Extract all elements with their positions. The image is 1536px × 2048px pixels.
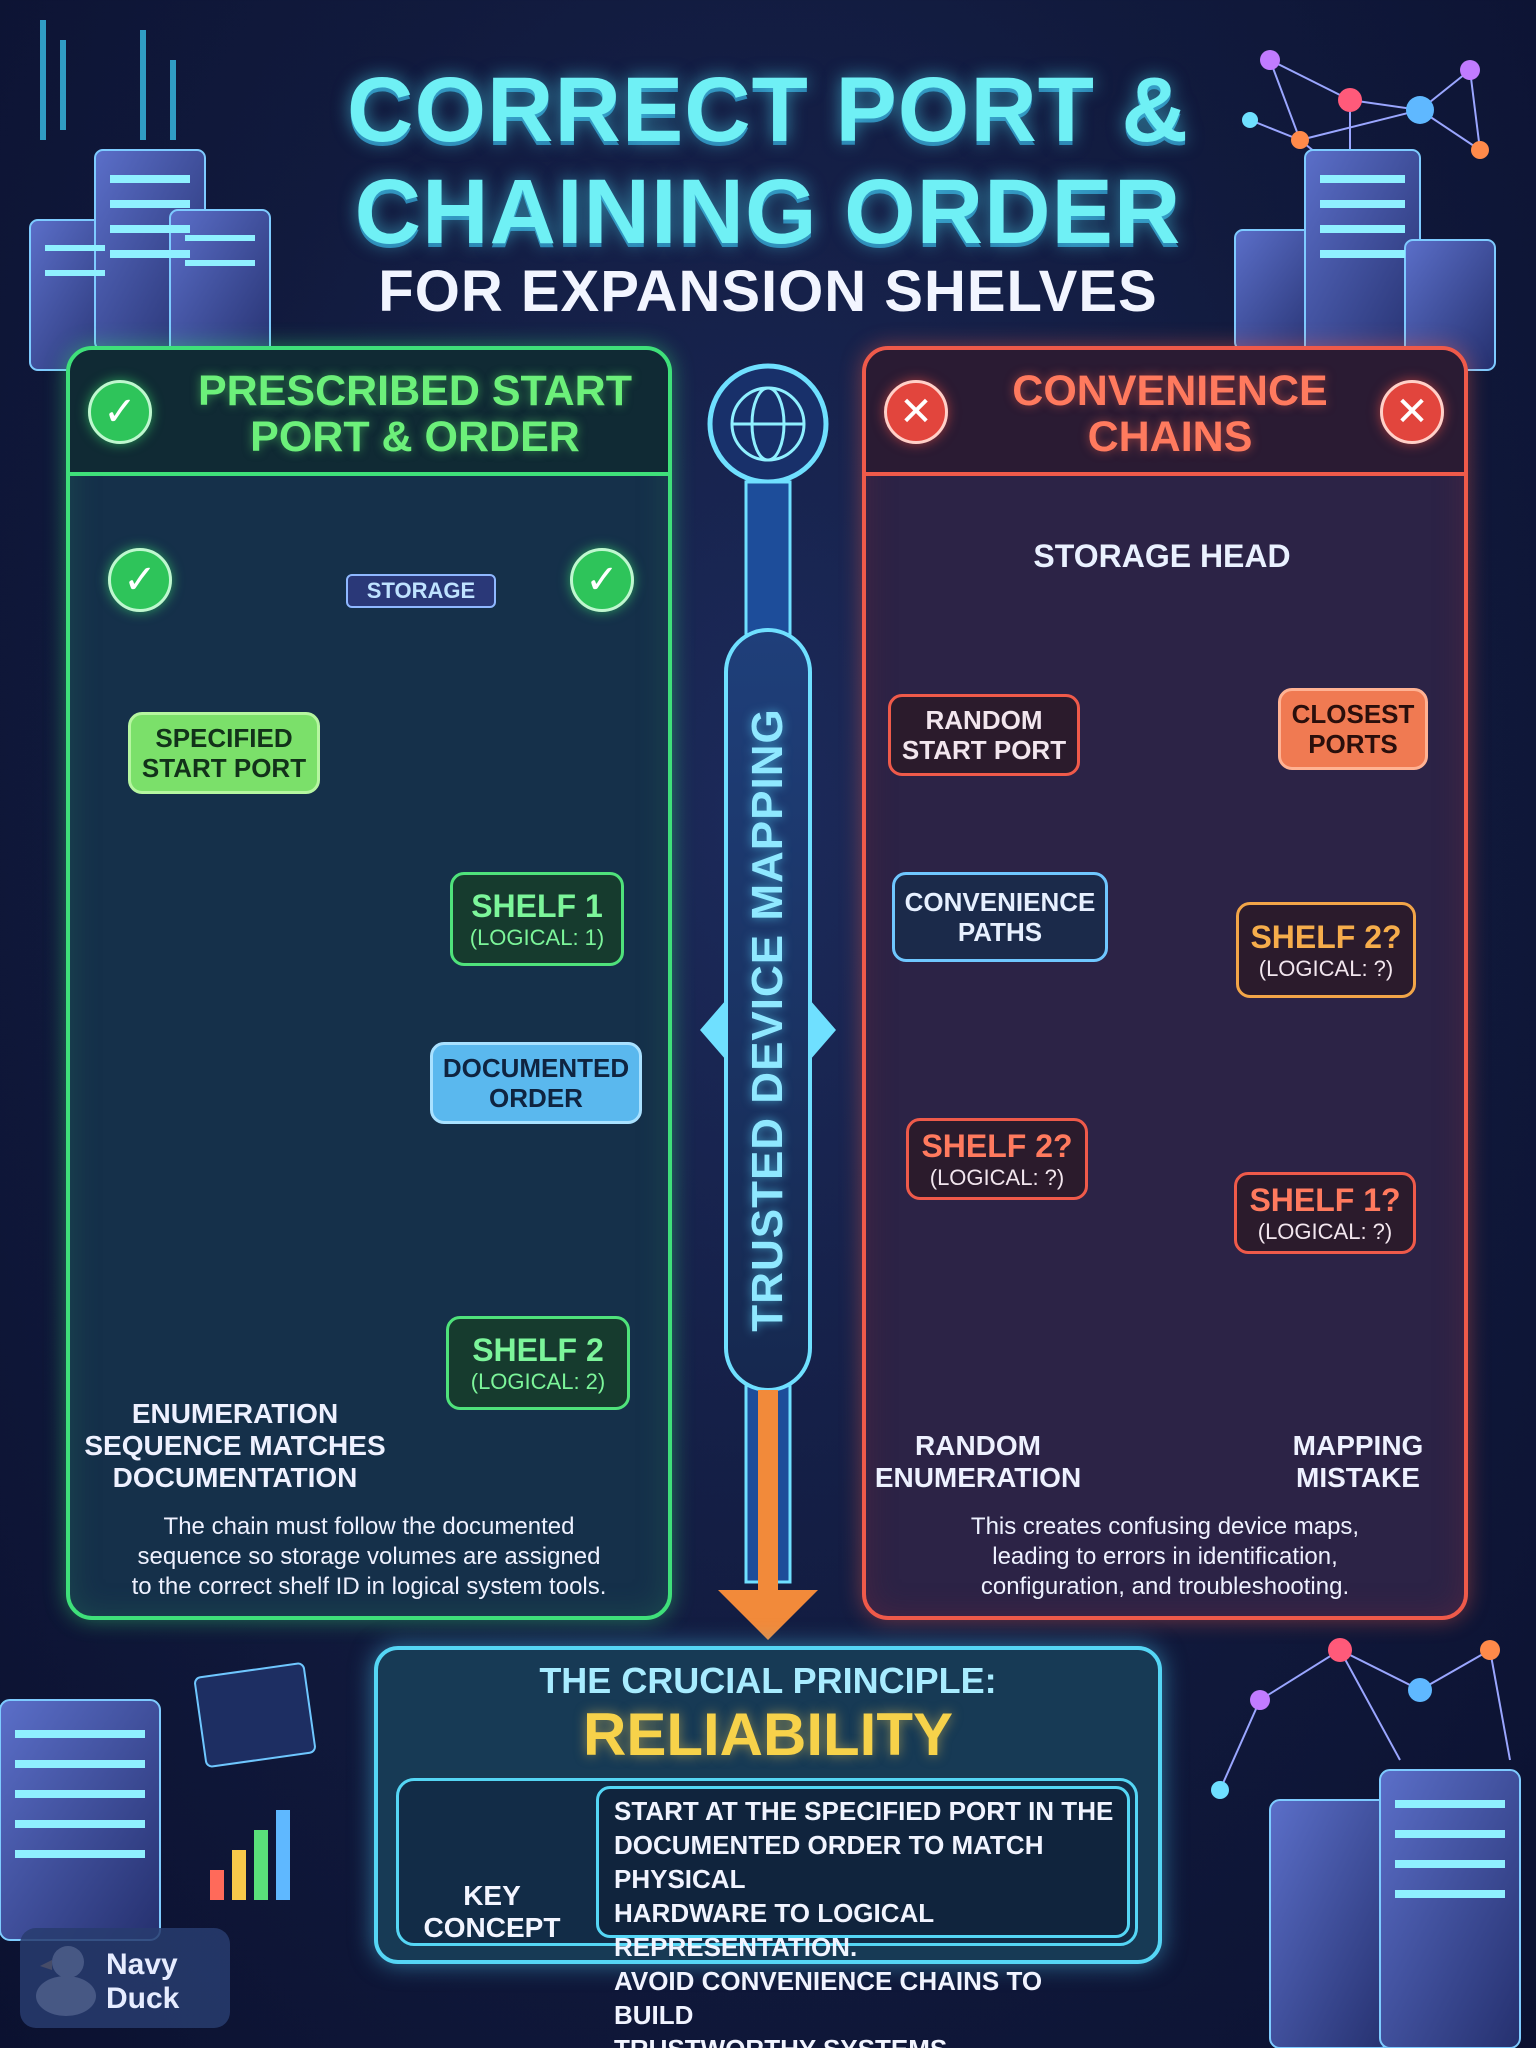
- shelf-right-name: SHELF 1?: [1249, 1181, 1401, 1218]
- shelf-2-name: SHELF 2: [472, 1331, 604, 1368]
- shelf-left-name: SHELF 2?: [921, 1127, 1073, 1164]
- right-body-text: This creates confusing device maps, lead…: [876, 1512, 1454, 1602]
- check-icon: ✓: [570, 548, 634, 612]
- check-icon: ✓: [88, 380, 152, 444]
- shelf-top-logical: (LOGICAL: ?): [1258, 955, 1394, 981]
- left-body-line-2: sequence so storage volumes are assigned: [137, 1543, 601, 1570]
- shelf-top-name: SHELF 2?: [1250, 918, 1402, 955]
- server-bottom-left-icon: [0, 1662, 316, 1941]
- key-concept-line-1: KEY: [463, 1880, 521, 1911]
- close-icon: ✕: [884, 380, 948, 444]
- storage-device-label: STORAGE: [346, 574, 496, 608]
- documented-order-label: DOCUMENTED ORDER: [430, 1042, 642, 1124]
- random-start-port-line-1: RANDOM: [925, 705, 1043, 735]
- random-enumeration-line-2: ENUMERATION: [874, 1462, 1082, 1493]
- key-concept-text-box: [596, 1786, 1130, 1938]
- spine-connector-icon: [700, 363, 836, 1640]
- convenience-paths-line-2: PATHS: [957, 917, 1043, 947]
- logo-badge: [20, 1928, 230, 2028]
- specified-start-port-line-1: SPECIFIED: [155, 723, 293, 753]
- principle-keyword: RELIABILITY: [583, 1701, 953, 1768]
- closest-ports-line-2: PORTS: [1308, 729, 1398, 759]
- shelf-right-label: SHELF 1? (LOGICAL: ?): [1234, 1172, 1416, 1254]
- network-nodes-bottom-right-icon: [1211, 1638, 1500, 1799]
- shelf-left-label: SHELF 2? (LOGICAL: ?): [906, 1118, 1088, 1200]
- left-body-text: The chain must follow the documented seq…: [80, 1512, 658, 1602]
- shelf-2-logical: (LOGICAL: 2): [470, 1368, 606, 1394]
- right-heading-line-2: CHAINS: [1087, 413, 1253, 461]
- key-text-line-4: AVOID CONVENIENCE CHAINS TO BUILD: [614, 1966, 1043, 2030]
- shelf-left-logical: (LOGICAL: ?): [929, 1164, 1065, 1190]
- left-panel: [66, 346, 672, 1620]
- enumeration-line-2: SEQUENCE MATCHES: [84, 1430, 386, 1461]
- enumeration-line-3: DOCUMENTATION: [112, 1462, 358, 1493]
- right-body-line-3: configuration, and troubleshooting.: [980, 1573, 1350, 1600]
- mapping-mistake-line-2: MISTAKE: [1296, 1462, 1420, 1493]
- logo-text: Navy Duck: [106, 1948, 179, 2016]
- key-concept-line-2: CONCEPT: [423, 1912, 561, 1943]
- title-line-1: CORRECT PORT &: [347, 59, 1189, 161]
- left-heading-line-1: PRESCRIBED START: [197, 367, 632, 415]
- shelf-1-logical: (LOGICAL: 1): [469, 924, 605, 950]
- shelf-right-logical: (LOGICAL: ?): [1257, 1218, 1393, 1244]
- key-concept-text: START AT THE SPECIFIED PORT IN THE DOCUM…: [614, 1794, 1124, 2048]
- random-enumeration-line-1: RANDOM: [915, 1430, 1041, 1461]
- key-text-line-3: HARDWARE TO LOGICAL REPRESENTATION.: [614, 1898, 934, 1962]
- documented-order-line-2: ORDER: [489, 1083, 583, 1113]
- closest-ports-label: CLOSEST PORTS: [1278, 688, 1428, 770]
- right-panel-header: [866, 350, 1464, 476]
- principle-heading: THE CRUCIAL PRINCIPLE:: [539, 1660, 997, 1701]
- network-bottom-right-icon: [1219, 1649, 1511, 1791]
- documented-order-line-1: DOCUMENTED: [442, 1053, 630, 1083]
- convenience-paths-line-1: CONVENIENCE: [904, 887, 1096, 917]
- key-text-line-5: TRUSTWORTHY SYSTEMS.: [614, 2032, 1124, 2048]
- server-bottom-right-icon: [1269, 1769, 1521, 2048]
- specified-start-port-line-2: START PORT: [141, 753, 307, 783]
- random-start-port-label: RANDOM START PORT: [888, 694, 1080, 776]
- logo-line-2: Duck: [106, 1982, 180, 2015]
- left-body-line-3: to the correct shelf ID in logical syste…: [131, 1573, 607, 1600]
- enumeration-line-1: ENUMERATION: [131, 1398, 339, 1429]
- title-line-3: FOR EXPANSION SHELVES: [378, 259, 1158, 324]
- left-heading-line-2: PORT & ORDER: [250, 413, 580, 461]
- shelf-1-label: SHELF 1 (LOGICAL: 1): [450, 872, 624, 966]
- random-enumeration-caption: RANDOM ENUMERATION: [872, 1430, 1084, 1494]
- key-text-line-1: START AT THE SPECIFIED PORT IN THE: [614, 1796, 1114, 1826]
- server-cluster-top-right-icon: [1234, 149, 1496, 371]
- shelf-2-label: SHELF 2 (LOGICAL: 2): [446, 1316, 630, 1410]
- left-body-line-1: The chain must follow the documented: [163, 1513, 575, 1540]
- key-text-line-2: DOCUMENTED ORDER TO MATCH PHYSICAL: [614, 1830, 1044, 1894]
- specified-start-port-label: SPECIFIED START PORT: [128, 712, 320, 794]
- closest-ports-line-1: CLOSEST: [1291, 699, 1415, 729]
- title-line-2: CHAINING ORDER: [354, 161, 1182, 263]
- right-body-line-1: This creates confusing device maps,: [970, 1513, 1360, 1540]
- random-start-port-line-2: START PORT: [901, 735, 1067, 765]
- mapping-mistake-caption: MAPPING MISTAKE: [1270, 1430, 1446, 1494]
- convenience-paths-label: CONVENIENCE PATHS: [892, 872, 1108, 962]
- logo-line-1: Navy: [106, 1948, 178, 1981]
- right-heading-line-1: CONVENIENCE: [1012, 367, 1328, 415]
- mapping-mistake-line-1: MAPPING: [1292, 1430, 1424, 1461]
- enumeration-caption: ENUMERATION SEQUENCE MATCHES DOCUMENTATI…: [80, 1398, 390, 1494]
- trusted-device-mapping-label: TRUSTED DEVICE MAPPING: [743, 708, 792, 1332]
- key-concept-label: KEY CONCEPT: [402, 1880, 582, 1944]
- shelf-1-name: SHELF 1: [471, 887, 603, 924]
- server-cluster-top-left-icon: [29, 20, 271, 371]
- check-icon: ✓: [108, 548, 172, 612]
- network-nodes-top-right-icon: [1242, 50, 1489, 159]
- close-icon: ✕: [1380, 380, 1444, 444]
- shelf-top-label: SHELF 2? (LOGICAL: ?): [1236, 902, 1416, 998]
- storage-head-label: STORAGE HEAD: [1033, 537, 1291, 574]
- left-panel-header: [70, 350, 668, 476]
- right-body-line-2: leading to errors in identification,: [992, 1543, 1338, 1570]
